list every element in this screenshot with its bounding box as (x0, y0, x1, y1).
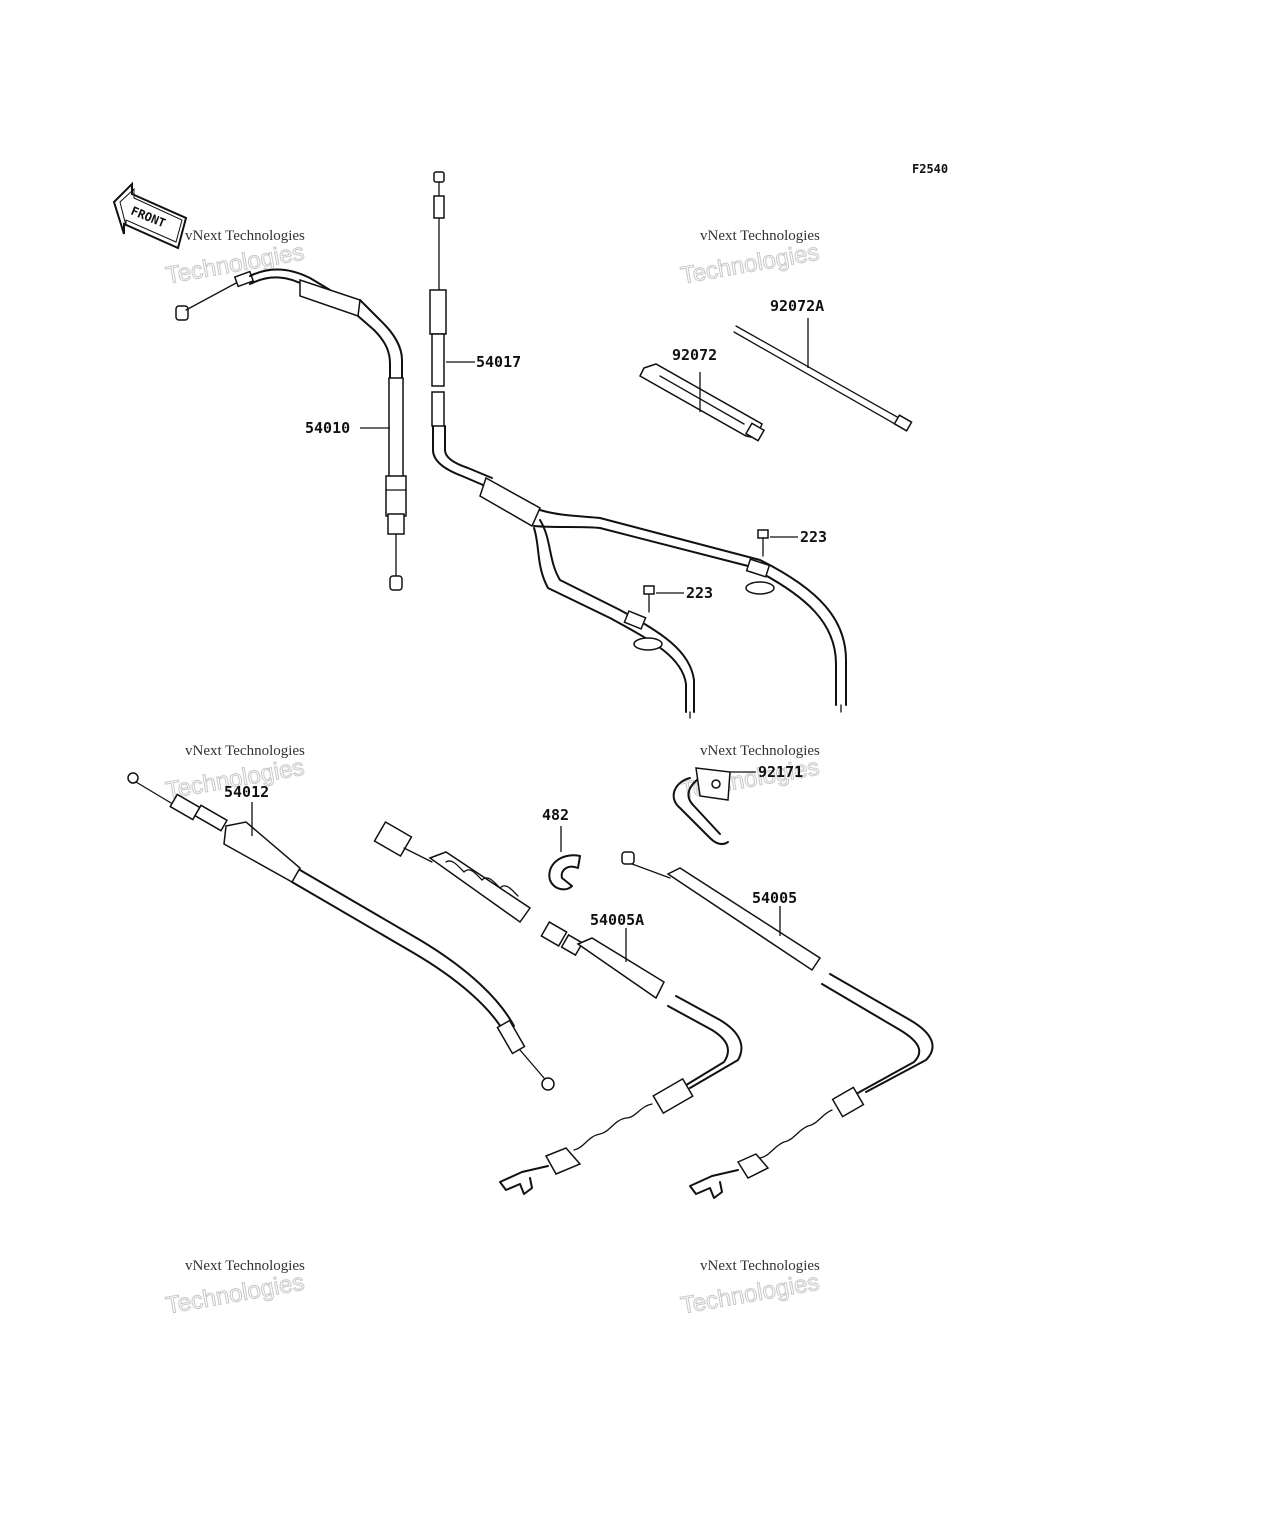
label-482: 482 (542, 806, 569, 824)
watermark-6: vNext Technologies Technologies (678, 1258, 822, 1320)
svg-text:vNext Technologies: vNext Technologies (185, 743, 305, 759)
svg-text:Technologies: Technologies (679, 239, 822, 290)
svg-text:vNext Technologies: vNext Technologies (700, 743, 820, 759)
svg-text:Technologies: Technologies (164, 1269, 307, 1320)
svg-text:Technologies: Technologies (679, 1269, 822, 1320)
watermark-5: vNext Technologies Technologies (163, 1258, 307, 1320)
svg-text:vNext Technologies: vNext Technologies (700, 1258, 820, 1274)
svg-text:vNext Technologies: vNext Technologies (185, 1258, 305, 1274)
label-92171: 92171 (758, 763, 803, 781)
svg-text:Technologies: Technologies (164, 239, 307, 290)
screw-223-lower[interactable] (643, 585, 684, 613)
label-54017: 54017 (476, 353, 521, 371)
label-223-lower: 223 (686, 584, 713, 602)
clip-482[interactable] (548, 826, 581, 891)
label-92072A: 92072A (770, 297, 824, 315)
label-92072: 92072 (672, 346, 717, 364)
front-arrow-icon: FRONT (112, 181, 188, 250)
label-54010: 54010 (305, 419, 350, 437)
figure-code: F2540 (912, 162, 948, 176)
watermark-1: vNext Technologies Technologies (163, 228, 307, 290)
cable-54017[interactable] (429, 171, 847, 719)
label-54012: 54012 (224, 783, 269, 801)
cable-tie-92072[interactable] (639, 363, 766, 442)
label-54005: 54005 (752, 889, 797, 907)
clamp-92171[interactable] (672, 767, 756, 846)
cable-tie-92072A[interactable] (733, 318, 913, 432)
svg-text:vNext Technologies: vNext Technologies (185, 228, 305, 244)
label-54005A: 54005A (590, 911, 644, 929)
svg-text:vNext Technologies: vNext Technologies (700, 228, 820, 244)
cable-54010[interactable] (175, 268, 407, 591)
watermark-2: vNext Technologies Technologies (678, 228, 822, 290)
label-223-upper: 223 (800, 528, 827, 546)
cable-54005[interactable] (621, 851, 934, 1199)
cable-54005A[interactable] (373, 820, 743, 1195)
screw-223-upper[interactable] (757, 529, 798, 557)
cable-54012[interactable] (127, 772, 555, 1091)
